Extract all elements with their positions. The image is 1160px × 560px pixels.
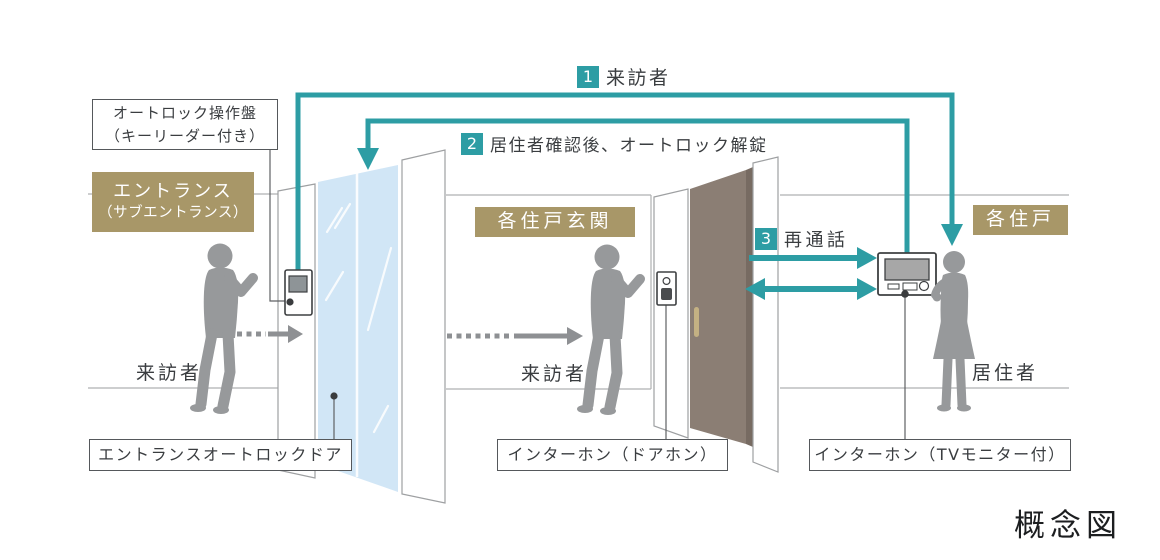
area-label-entrance-line2: （サブエントランス） — [98, 205, 248, 222]
area-label-unit: 各住戸 — [973, 205, 1068, 235]
visitor-entrance-label: 来訪者 — [136, 362, 203, 384]
unit-entrance-door — [653, 156, 779, 473]
step-1-badge: 1 — [577, 65, 599, 88]
movement-arrows — [237, 325, 583, 345]
step-2-label: 居住者確認後、オートロック解錠 — [490, 136, 768, 156]
flow-step-2: 2 居住者確認後、オートロック解錠 — [461, 131, 768, 156]
area-label-entrance: エントランス （サブエントランス） — [92, 172, 254, 232]
tv-interphone-device — [877, 252, 937, 298]
glass-reflection-streaks — [324, 202, 393, 434]
area-label-entrance-line1: エントランス — [113, 181, 233, 203]
entrance-autolock-door — [277, 149, 446, 504]
flow-step-1: 1 来訪者 — [577, 63, 671, 90]
step-2-badge: 2 — [461, 132, 483, 155]
callout-autolock-panel-line2: （キーリーダー付き） — [104, 126, 265, 145]
callout-entrance-door: エントランスオートロックドア — [89, 439, 352, 471]
callout-autolock-panel-line1: オートロック操作盤 — [112, 104, 257, 122]
callout-doorphone: インターホン（ドアホン） — [497, 439, 728, 471]
arrow-down-to-resident — [941, 224, 963, 246]
step-1-label: 来訪者 — [606, 67, 671, 89]
step-3-label: 再通話 — [784, 230, 849, 251]
flow-step-3: 3 再通話 — [755, 226, 849, 252]
callout-leaders — [269, 150, 906, 439]
flow-lines — [295, 92, 955, 271]
callout-autolock-panel: オートロック操作盤 （キーリーダー付き） — [92, 99, 278, 150]
leader-dot-glass-door — [330, 392, 338, 400]
wall-lines — [88, 193, 1069, 390]
autolock-panel-device — [284, 269, 313, 316]
flow-arrowheads — [357, 148, 963, 246]
flow-line-1-visitor-call — [295, 92, 955, 271]
callout-tv-interphone: インターホン（TVモニター付） — [809, 439, 1071, 471]
recall-arrows — [745, 247, 877, 300]
diagram-caption: 概念図 — [1014, 508, 1122, 544]
visitor-unit-label: 来訪者 — [521, 363, 588, 385]
step-3-badge: 3 — [755, 228, 777, 250]
area-label-unit-entrance: 各住戸玄関 — [475, 207, 635, 237]
door-handle — [694, 307, 699, 337]
arrow-down-to-entrance — [357, 148, 379, 170]
flow-line-2-unlock — [365, 118, 910, 253]
resident-label: 居住者 — [972, 362, 1039, 384]
doorphone-device — [656, 271, 677, 306]
